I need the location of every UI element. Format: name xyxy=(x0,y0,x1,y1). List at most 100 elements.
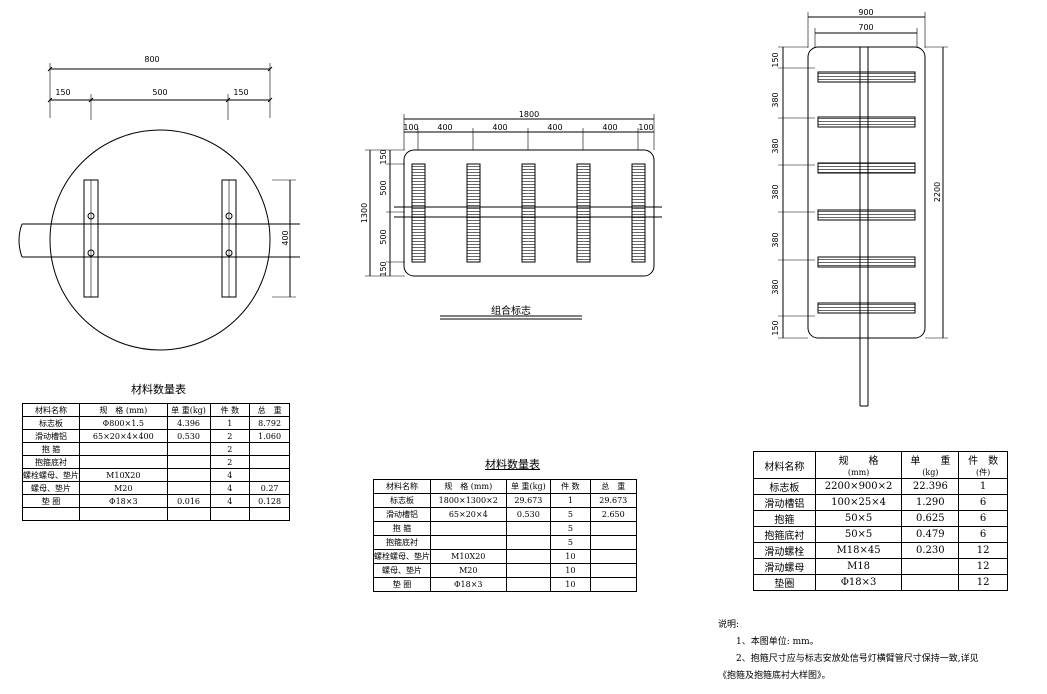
header-label: 件 数 xyxy=(968,456,999,467)
header-label: 单 重(kg) xyxy=(510,482,546,491)
table-cell: 2 xyxy=(209,442,251,456)
table-cell: 5 xyxy=(550,535,591,550)
table-cell: Φ18×3 xyxy=(79,494,168,508)
table-cell: 0.530 xyxy=(166,429,211,443)
table-row xyxy=(22,507,290,521)
dim-height: 1300 xyxy=(360,203,369,223)
dim-middle: 500 xyxy=(152,88,167,97)
table-cell: 0.128 xyxy=(249,494,290,508)
table-cell xyxy=(901,558,960,575)
table-cell xyxy=(249,455,290,469)
header-label: 材料名称 xyxy=(764,461,805,473)
table-cell xyxy=(166,507,211,521)
table-header-cell: 单 重(kg) xyxy=(505,479,552,494)
round-sign-dimension-labels: 800 150 500 150 400 xyxy=(55,55,290,246)
note-line-2: 2、抱箍尺寸应与标志安放处信号灯横臂管尺寸保持一致,详见 xyxy=(736,654,979,664)
dim-seg-6: 100 xyxy=(638,123,653,132)
notes-heading: 说明: xyxy=(718,620,740,630)
table-cell: 抱箍 xyxy=(753,510,816,527)
table-cell xyxy=(589,535,638,550)
dim-right: 150 xyxy=(233,88,248,97)
table-cell xyxy=(589,549,638,564)
tall-sign-dimension-labels: 900 700 2200 150 380 380 380 380 380 150 xyxy=(771,8,942,336)
table-cell xyxy=(79,507,168,521)
table-cell: 滑动螺栓 xyxy=(753,542,816,559)
table-cell: 垫 圈 xyxy=(22,494,80,508)
header-label: 材料名称 xyxy=(386,482,418,491)
table-cell: 100×25×4 xyxy=(814,494,903,511)
table-cell: 标志板 xyxy=(22,416,80,430)
header-label: 总 重 xyxy=(257,405,282,415)
notes: 说明: 1、本图单位: mm。 2、抱箍尺寸应与标志安放处信号灯横臂管尺寸保持一… xyxy=(718,617,979,685)
combined-sign-dimension-labels: 1800 100 400 400 400 400 100 1300 150 50… xyxy=(360,110,654,317)
header-label: 件 数 xyxy=(561,482,580,491)
table-cell: 2 xyxy=(209,429,251,443)
dim-vseg-3: 380 xyxy=(771,138,780,153)
dim-vseg-7: 150 xyxy=(771,320,780,335)
table-cell: 螺母、垫片 xyxy=(373,563,431,578)
table-cell: 滑动槽铝 xyxy=(373,507,431,522)
table-cell: 10 xyxy=(550,577,591,592)
dim-vseg-6: 380 xyxy=(771,279,780,294)
dim-seg-1: 100 xyxy=(403,123,418,132)
table-cell: 抱 箍 xyxy=(22,442,80,456)
table-cell xyxy=(249,507,290,521)
table-cell: 4 xyxy=(209,468,251,482)
dim-vseg-4: 380 xyxy=(771,184,780,199)
table-cell: M18 xyxy=(814,558,903,575)
table-cell xyxy=(430,521,507,536)
dim-vseg-5: 380 xyxy=(771,232,780,247)
table1-title: 材料数量表 xyxy=(131,383,186,396)
dim-vseg-1: 150 xyxy=(379,149,388,164)
table-cell: 0.230 xyxy=(901,542,960,559)
table-cell: 标志板 xyxy=(753,478,816,495)
table-cell: Φ18×3 xyxy=(430,577,507,592)
table-header-cell: 材料名称 xyxy=(22,403,80,417)
dim-seg-5: 400 xyxy=(602,123,617,132)
table-cell xyxy=(589,521,638,536)
table-cell: 抱箍底衬 xyxy=(373,535,431,550)
table-cell xyxy=(22,507,80,521)
table-cell: M20 xyxy=(430,563,507,578)
table-cell: Φ800×1.5 xyxy=(79,416,168,430)
table-cell xyxy=(505,549,552,564)
round-sign-drawing xyxy=(18,63,300,351)
table-cell: 2 xyxy=(209,455,251,469)
note-line-3: 《抱箍及抱箍底衬大样图》。 xyxy=(718,671,831,681)
table-cell: 6 xyxy=(958,526,1008,543)
table-cell: 0.530 xyxy=(505,507,552,522)
table-cell: 65×20×4 xyxy=(430,507,507,522)
table-cell: 抱箍底衬 xyxy=(22,455,80,469)
table-cell: 22.396 xyxy=(901,478,960,495)
table-row: 抱 箍 2 xyxy=(22,442,290,456)
table-cell: 0.016 xyxy=(166,494,211,508)
table-header-cell: 规 格 (mm) xyxy=(430,479,507,494)
table-cell: 12 xyxy=(958,558,1008,575)
table-cell: 标志板 xyxy=(373,493,431,508)
dim-vseg-4: 150 xyxy=(379,261,388,276)
tall-sign-drawing xyxy=(778,12,948,407)
table-cell xyxy=(166,442,211,456)
table-header-cell: 材料名称 xyxy=(373,479,431,494)
table-cell: 10 xyxy=(550,549,591,564)
table-header-cell: 材料名称 xyxy=(753,451,816,479)
header-label: 规 格 xyxy=(838,456,879,467)
dim-vertical: 400 xyxy=(281,230,290,245)
table-cell: 4.396 xyxy=(166,416,211,430)
note-line-1: 1、本图单位: mm。 xyxy=(736,637,819,647)
table-cell: 螺栓螺母、垫片 xyxy=(373,549,431,564)
table-cell xyxy=(249,468,290,482)
table-cell xyxy=(166,455,211,469)
dim-vseg-3: 500 xyxy=(379,229,388,244)
table-cell xyxy=(589,563,638,578)
